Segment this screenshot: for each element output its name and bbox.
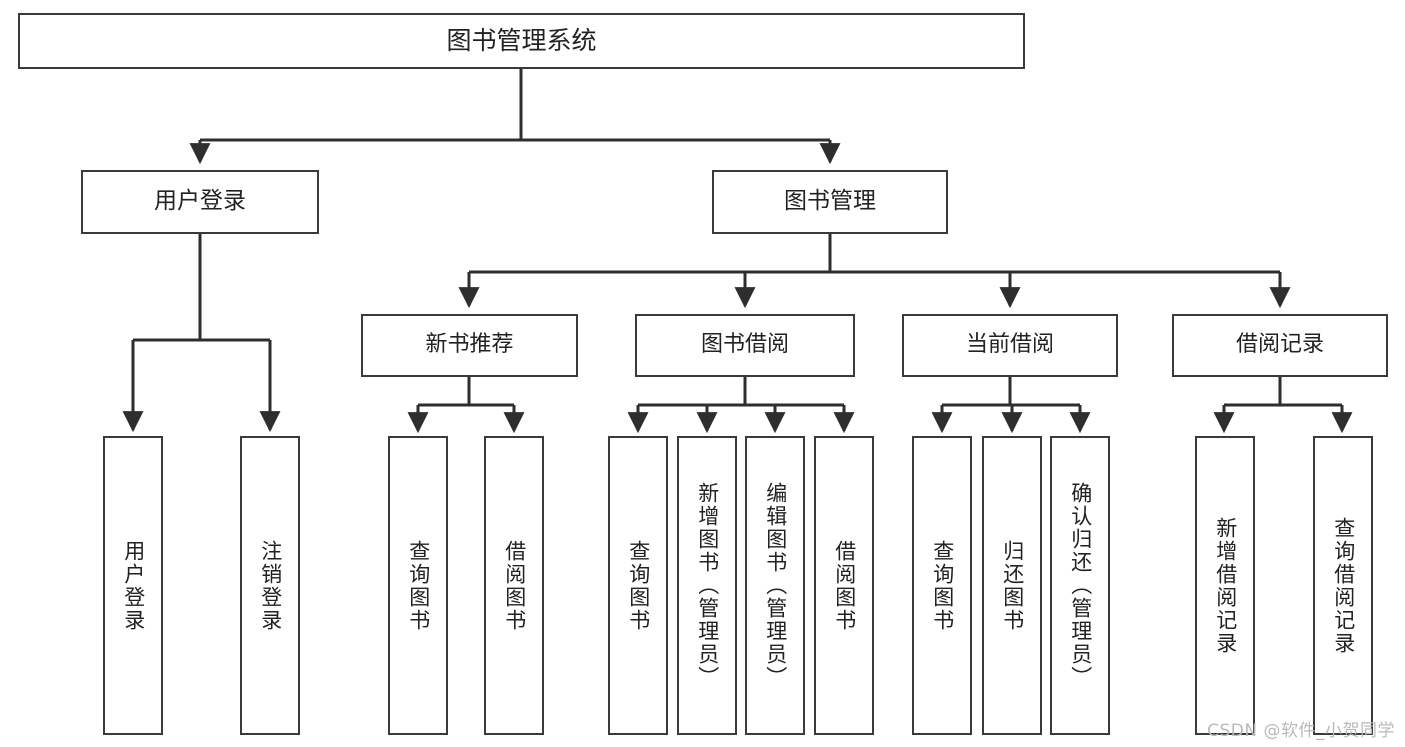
node-leaf-return-book-label: 归还图书 bbox=[1000, 539, 1025, 632]
node-new-book-recommend-label: 新书推荐 bbox=[425, 332, 514, 358]
node-leaf-query-book-3[interactable]: 查询图书 bbox=[912, 436, 972, 735]
node-leaf-add-record-label: 新增借阅记录 bbox=[1213, 516, 1238, 655]
node-book-borrow[interactable]: 图书借阅 bbox=[635, 314, 855, 377]
node-new-book-recommend[interactable]: 新书推荐 bbox=[361, 314, 578, 377]
node-leaf-query-book-1[interactable]: 查询图书 bbox=[388, 436, 448, 735]
node-leaf-query-book-2[interactable]: 查询图书 bbox=[608, 436, 668, 735]
node-leaf-query-record-label: 查询借阅记录 bbox=[1331, 516, 1356, 655]
node-leaf-user-login[interactable]: 用户登录 bbox=[103, 436, 163, 735]
node-leaf-return-book[interactable]: 归还图书 bbox=[982, 436, 1042, 735]
node-leaf-user-logout[interactable]: 注销登录 bbox=[240, 436, 300, 735]
node-book-management[interactable]: 图书管理 bbox=[712, 170, 948, 234]
node-leaf-confirm-return-label: 确认归还（管理员） bbox=[1068, 482, 1093, 689]
node-leaf-user-logout-label: 注销登录 bbox=[258, 539, 283, 632]
node-user-login-label: 用户登录 bbox=[154, 188, 246, 215]
node-root[interactable]: 图书管理系统 bbox=[18, 13, 1025, 69]
node-leaf-borrow-book-1[interactable]: 借阅图书 bbox=[484, 436, 544, 735]
node-leaf-edit-book-label: 编辑图书（管理员） bbox=[763, 482, 788, 689]
node-borrow-record[interactable]: 借阅记录 bbox=[1172, 314, 1388, 377]
node-leaf-add-record[interactable]: 新增借阅记录 bbox=[1195, 436, 1255, 735]
node-borrow-record-label: 借阅记录 bbox=[1235, 332, 1324, 358]
node-leaf-add-book[interactable]: 新增图书（管理员） bbox=[677, 436, 737, 735]
node-book-management-label: 图书管理 bbox=[784, 188, 876, 215]
node-leaf-borrow-book-2-label: 借阅图书 bbox=[832, 539, 857, 632]
node-current-borrow-label: 当前借阅 bbox=[965, 332, 1054, 358]
node-user-login[interactable]: 用户登录 bbox=[81, 170, 319, 234]
node-leaf-query-book-2-label: 查询图书 bbox=[626, 539, 651, 632]
node-leaf-confirm-return[interactable]: 确认归还（管理员） bbox=[1050, 436, 1110, 735]
node-leaf-user-login-label: 用户登录 bbox=[121, 539, 146, 632]
node-leaf-query-book-3-label: 查询图书 bbox=[930, 539, 955, 632]
node-leaf-query-book-1-label: 查询图书 bbox=[406, 539, 431, 632]
node-leaf-borrow-book-2[interactable]: 借阅图书 bbox=[814, 436, 874, 735]
node-book-borrow-label: 图书借阅 bbox=[700, 332, 789, 358]
node-leaf-add-book-label: 新增图书（管理员） bbox=[695, 482, 720, 689]
node-leaf-borrow-book-1-label: 借阅图书 bbox=[502, 539, 527, 632]
node-leaf-query-record[interactable]: 查询借阅记录 bbox=[1313, 436, 1373, 735]
csdn-watermark: CSDN @软件_小贺同学 bbox=[1207, 721, 1395, 741]
node-current-borrow[interactable]: 当前借阅 bbox=[902, 314, 1118, 377]
node-root-label: 图书管理系统 bbox=[446, 26, 597, 55]
node-leaf-edit-book[interactable]: 编辑图书（管理员） bbox=[745, 436, 805, 735]
